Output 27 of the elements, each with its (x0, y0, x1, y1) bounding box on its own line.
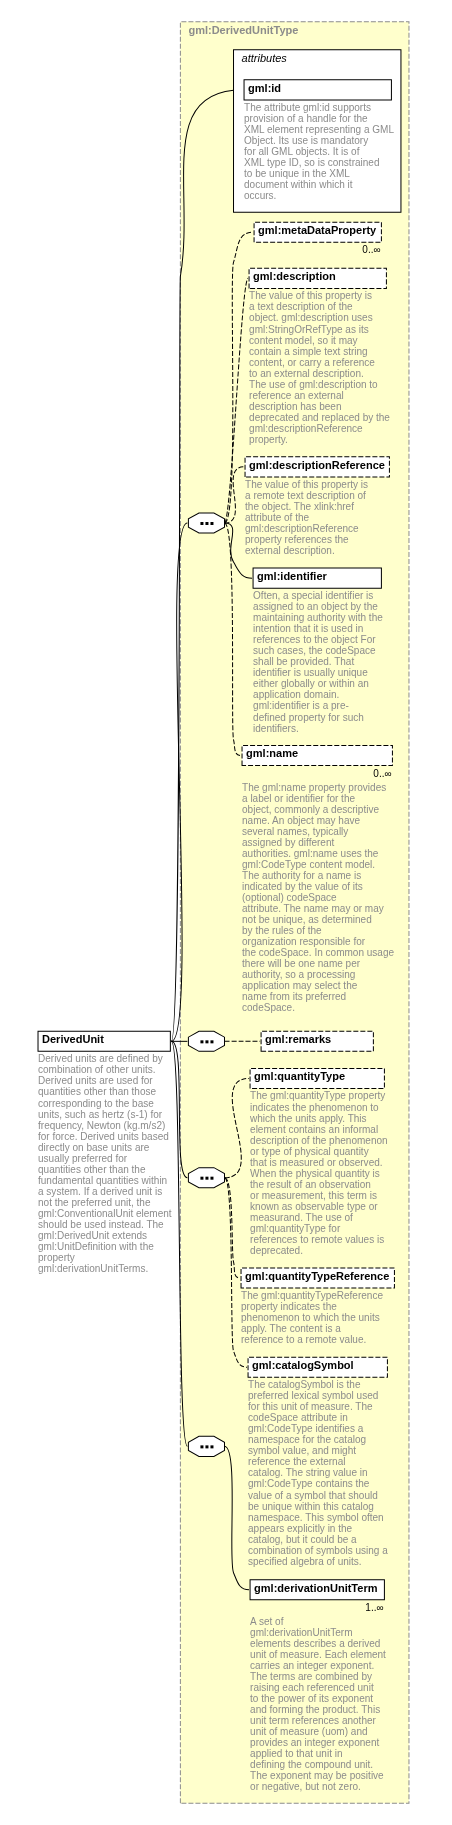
connector (223, 1177, 241, 1279)
node-label: The attribute gml:id supports provision of a handle for the XML element representing a GML Object. Its use is mandatory for all GML objects. It is of XML type ID, so is constrained to be unique in the XML document within which it occurs. (243, 101, 394, 202)
node-label: The gml:quantityTypeReference property indicates the phenomenon to which the units apply. The content is a reference to a remote value. (240, 1289, 383, 1346)
node-octagon (187, 512, 225, 534)
node-octagon (187, 1435, 225, 1457)
connector (223, 1445, 250, 1591)
node-label: A set of gml:derivationUnitTerm elements describes a derived unit of measure. Each element carries an integer exponent. The terms are combined by raising each referenced unit to the power of its exponent and forming the product. This unit term references another unit of measure (uom) and provides an integer exponent applied to that unit in defining the compound unit. The exponent may be positive or negative, but not zero. (249, 1615, 386, 1793)
node-label: Often, a special identifier is assigned to an object by the maintaining authority with the intention that it is used in references to the object For such cases, the codeSpace shall be provided. That identifier is usually unique either globally or within an application domain. gml:identifier is a pre-defined property for such identifiers. (252, 590, 383, 734)
node-label: The gml:name property provides a label or identifier for the object, commonly a descriptive name. An object may have several names, typically assigned by different authorities. gml:name uses the gml:CodeType content model. The authority for a name is indicated by the value of its (optional) codeSpace attribute. The name may or may not be unique, as determined by the rules of the organization responsible for the codeSpace. In common usage there will be one name per authority, so a processing application may select the name from its preferred codeSpace. (241, 781, 394, 1014)
node-label: The value of this property is a remote text description of the object. The xlink:href attribute of the gml:descriptionReference property references the external description. (244, 478, 368, 557)
connector (223, 1177, 248, 1368)
node-label: 0..∞ (372, 767, 392, 779)
connector (223, 1077, 250, 1179)
node-label: Derived units are defined by combination of other units. Derived units are used for quantities other than those corresponding to the base units, such as hertz (s-1) for frequency, Newton (kg.m/s2) for force. Derived units based directly on base units are usually preferred for quantities other than the fundamental quantities within a system. If a derived unit is not the preferred unit, the gml:ConventionalUnit element should be used instead. The gml:DerivedUnit extends gml:UnitDefinition with the property gml:derivationUnitTerms. (37, 1053, 172, 1274)
node-octagon (187, 1167, 225, 1189)
connector (223, 277, 249, 524)
connector (223, 231, 254, 524)
node-label: The gml:quantityType property indicates the phenomenon to which the units apply. This element contains an informal description of the phenomenon or type of physical quantity that is measured or observed. When the physical quantity is the result of an observation or measurement, this term is known as observable type or measurand. The use of gml:quantityType for references to remote values is deprecated. (249, 1090, 388, 1256)
node-label: The value of this property is a text description of the object. gml:description uses gml:StringOrRefType as its content model, so it may contain a simple text string content, or carry a reference to an external description. The use of gml:description to reference an external description has been deprecated and replaced by the gml:descriptionReference property. (248, 290, 390, 445)
node-label: 0..∞ (361, 244, 381, 256)
node-label: The catalogSymbol is the preferred lexical symbol used for this unit of measure. The codeSpace attribute in gml:CodeType identifies a namespace for the catalog symbol value, and might reference the external catalog. The string value in gml:CodeType contains the value of a symbol that should be unique within this catalog namespace. This symbol often appears explicitly in the catalog, but it could be a combination of symbols using a specified algebra of units. (247, 1379, 388, 1567)
connector (223, 522, 253, 579)
connector (223, 1040, 261, 1042)
connector (223, 522, 242, 757)
connector (223, 466, 245, 524)
node-label: 1..∞ (364, 1601, 384, 1613)
node-octagon (187, 1030, 225, 1052)
